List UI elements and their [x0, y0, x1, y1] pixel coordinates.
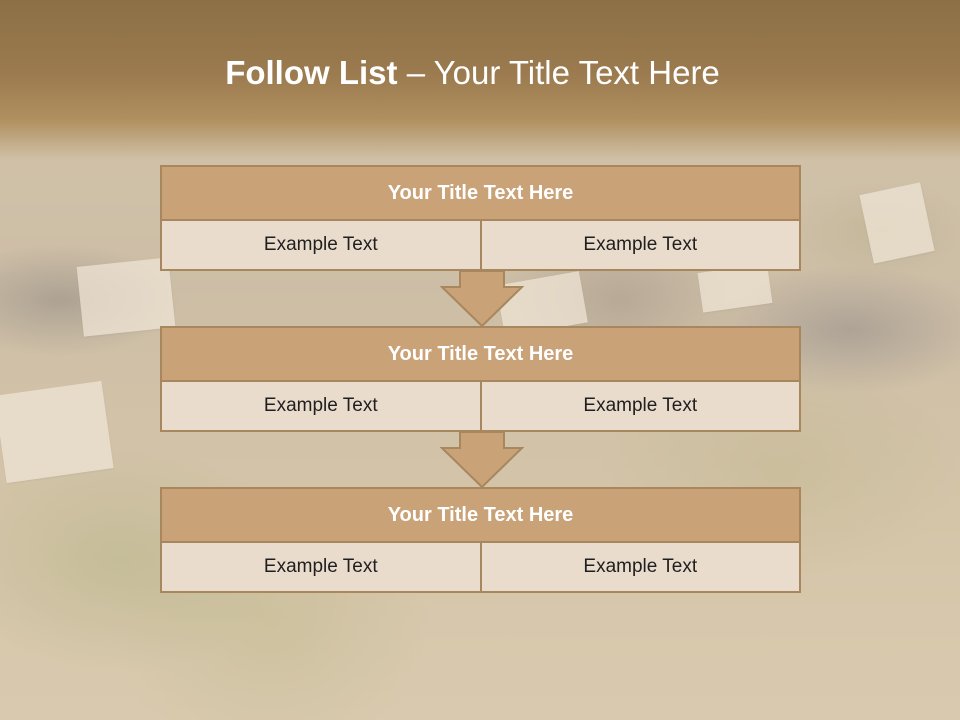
block-cell-right: Example Text	[479, 221, 801, 271]
down-arrow-icon	[440, 271, 524, 327]
list-block-1: Your Title Text Here Example Text Exampl…	[160, 165, 801, 271]
down-arrow-icon	[440, 432, 524, 488]
block-row: Example Text Example Text	[160, 543, 801, 593]
block-cell-left: Example Text	[160, 382, 482, 432]
block-cell-left: Example Text	[160, 221, 482, 271]
block-cell-right: Example Text	[479, 543, 801, 593]
block-row: Example Text Example Text	[160, 221, 801, 271]
title-band	[0, 0, 960, 160]
block-title: Your Title Text Here	[160, 487, 801, 543]
block-row: Example Text Example Text	[160, 382, 801, 432]
list-block-2: Your Title Text Here Example Text Exampl…	[160, 326, 801, 432]
block-cell-right: Example Text	[479, 382, 801, 432]
block-cell-left: Example Text	[160, 543, 482, 593]
slide-title-bold: Follow List	[225, 54, 398, 91]
list-block-3: Your Title Text Here Example Text Exampl…	[160, 487, 801, 593]
block-title: Your Title Text Here	[160, 326, 801, 382]
slide-title: Follow List – Your Title Text Here	[0, 54, 945, 92]
slide-title-rest: – Your Title Text Here	[397, 54, 720, 91]
block-title: Your Title Text Here	[160, 165, 801, 221]
